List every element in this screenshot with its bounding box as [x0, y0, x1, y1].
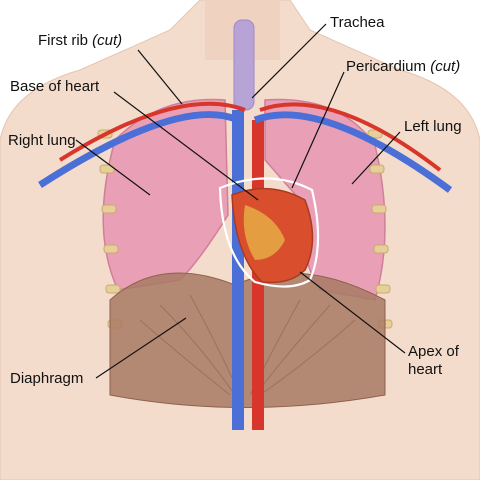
label-first-rib: First rib (cut)	[38, 32, 122, 50]
right-subclavian-artery	[58, 101, 246, 162]
left-subclavian-artery	[259, 102, 442, 172]
label-left-lung: Left lung	[404, 118, 462, 135]
leader-first-rib	[137, 49, 183, 105]
label-apex-of-heart: Apex of heart	[408, 343, 459, 379]
leader-trachea	[251, 23, 327, 99]
leader-base-of-heart	[113, 91, 259, 201]
left-subclavian-vein	[253, 111, 453, 193]
leader-pericardium	[291, 71, 345, 189]
label-apex-line1: Apex of	[408, 343, 459, 360]
label-right-lung: Right lung	[8, 132, 76, 149]
leader-diaphragm	[95, 317, 187, 379]
label-pericardium-text: Pericardium	[346, 58, 427, 75]
leader-right-lung	[75, 139, 151, 196]
label-pericardium: Pericardium (cut)	[346, 58, 460, 76]
label-first-rib-text: First rib	[38, 32, 88, 49]
right-subclavian-vein	[38, 111, 240, 188]
label-diaphragm: Diaphragm	[10, 370, 84, 387]
right-lung-shape	[102, 98, 229, 291]
label-first-rib-note: (cut)	[92, 32, 123, 49]
label-pericardium-note: (cut)	[430, 58, 461, 75]
label-base-of-heart: Base of heart	[10, 78, 100, 95]
label-apex-line2: heart	[408, 361, 443, 378]
trachea-tube	[233, 19, 255, 111]
heart-fat	[243, 205, 285, 260]
leader-lines	[75, 23, 406, 379]
leader-left-lung	[351, 131, 401, 185]
label-trachea: Trachea	[330, 14, 385, 31]
leader-apex-of-heart	[299, 271, 406, 354]
diaphragm-shape	[109, 272, 386, 408]
